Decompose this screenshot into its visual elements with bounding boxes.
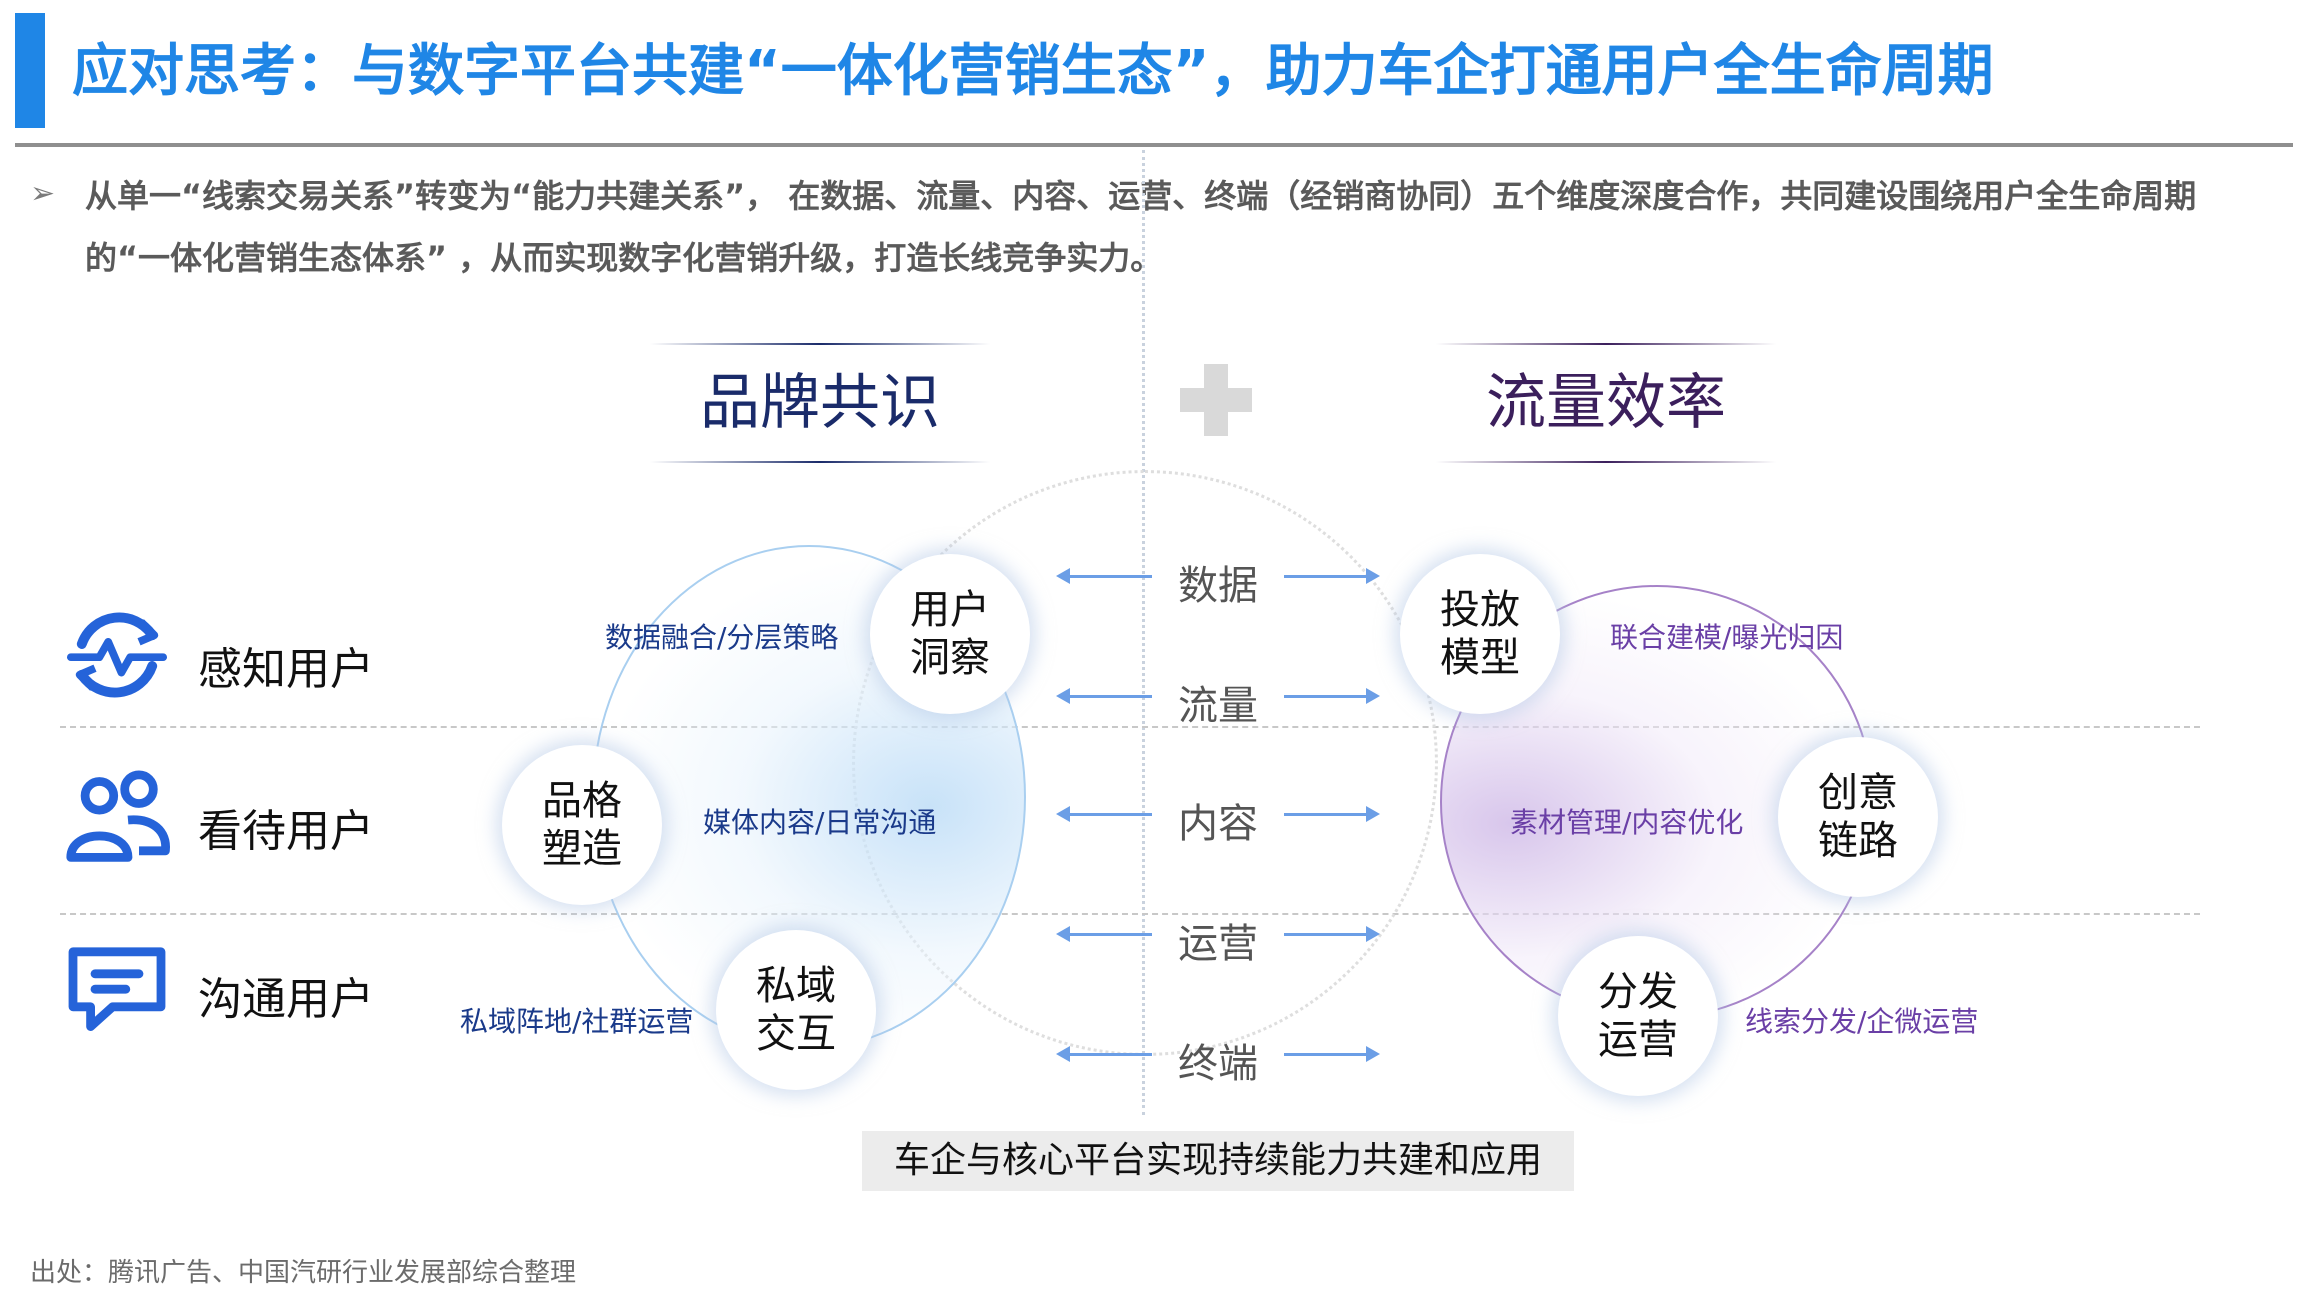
title-divider [15, 143, 2293, 147]
pillar-rule [650, 461, 990, 463]
node-line: 交互 [756, 1011, 836, 1057]
category-label-view: 看待用户 [198, 806, 374, 857]
dimension-terminal: 终端 [1178, 1041, 1258, 1087]
node-user-insight: 用户 洞察 [870, 554, 1030, 714]
dimension-operation: 运营 [1178, 921, 1258, 967]
node-line: 品格 [542, 778, 622, 824]
node-desc-brand-character: 媒体内容/日常沟通 [703, 806, 937, 839]
chat-icon [68, 947, 166, 1031]
node-desc-creative-chain: 素材管理/内容优化 [1510, 806, 1744, 839]
node-line: 链路 [1818, 818, 1898, 864]
pillar-rule [1436, 343, 1776, 345]
node-desc-private-interaction: 私域阵地/社群运营 [460, 1005, 694, 1038]
arrow-right-icon [1284, 806, 1380, 822]
bullet-arrow-icon: ➢ [30, 176, 56, 211]
node-line: 投放 [1440, 587, 1520, 633]
node-desc-distribution-ops: 线索分发/企微运营 [1745, 1005, 1979, 1038]
summary-box: 车企与核心平台实现持续能力共建和应用 [862, 1131, 1574, 1191]
arrow-left-icon [1056, 688, 1152, 704]
node-distribution-ops: 分发 运营 [1558, 936, 1718, 1096]
pillar-rule [1436, 461, 1776, 463]
arrow-right-icon [1284, 926, 1380, 942]
node-creative-chain: 创意 链路 [1778, 737, 1938, 897]
node-line: 分发 [1598, 969, 1678, 1015]
dimension-data: 数据 [1178, 563, 1258, 609]
page-title: 应对思考：与数字平台共建“一体化营销生态”，助力车企打通用户全生命周期 [72, 39, 1994, 104]
node-brand-character: 品格 塑造 [502, 745, 662, 905]
node-line: 私域 [756, 963, 836, 1009]
node-private-interaction: 私域 交互 [716, 930, 876, 1090]
node-line: 运营 [1598, 1017, 1678, 1063]
title-accent-bar [15, 13, 45, 128]
arrow-right-icon [1284, 688, 1380, 704]
pillar-rule [650, 343, 990, 345]
pillar-title-brand-text: 品牌共识 [700, 368, 940, 438]
arrow-left-icon [1056, 806, 1152, 822]
category-label-communicate: 沟通用户 [198, 974, 374, 1025]
arrow-right-icon [1284, 568, 1380, 584]
pillar-title-traffic: 流量效率 [1436, 343, 1776, 463]
arrow-left-icon [1056, 1046, 1152, 1062]
arrow-left-icon [1056, 926, 1152, 942]
node-delivery-model: 投放 模型 [1400, 554, 1560, 714]
pulse-sync-icon [66, 612, 168, 698]
arrow-left-icon [1056, 568, 1152, 584]
category-label-perceive: 感知用户 [198, 644, 374, 695]
plus-icon [1204, 364, 1228, 436]
arrow-right-icon [1284, 1046, 1380, 1062]
node-line: 用户 [910, 587, 990, 633]
node-line: 洞察 [910, 635, 990, 681]
intro-paragraph: 从单一“线索交易关系”转变为“能力共建关系”， 在数据、流量、内容、运营、终端（… [85, 177, 2197, 277]
node-desc-user-insight: 数据融合/分层策略 [605, 621, 839, 654]
node-line: 创意 [1818, 770, 1898, 816]
pillar-title-traffic-text: 流量效率 [1486, 368, 1726, 438]
dimension-content: 内容 [1178, 801, 1258, 847]
node-line: 塑造 [542, 826, 622, 872]
dimension-traffic: 流量 [1178, 683, 1258, 729]
users-icon [66, 770, 170, 862]
pillar-title-brand: 品牌共识 [650, 343, 990, 463]
node-line: 模型 [1440, 635, 1520, 681]
source-note: 出处：腾讯广告、中国汽研行业发展部综合整理 [30, 1258, 577, 1288]
node-desc-delivery-model: 联合建模/曝光归因 [1610, 621, 1844, 654]
